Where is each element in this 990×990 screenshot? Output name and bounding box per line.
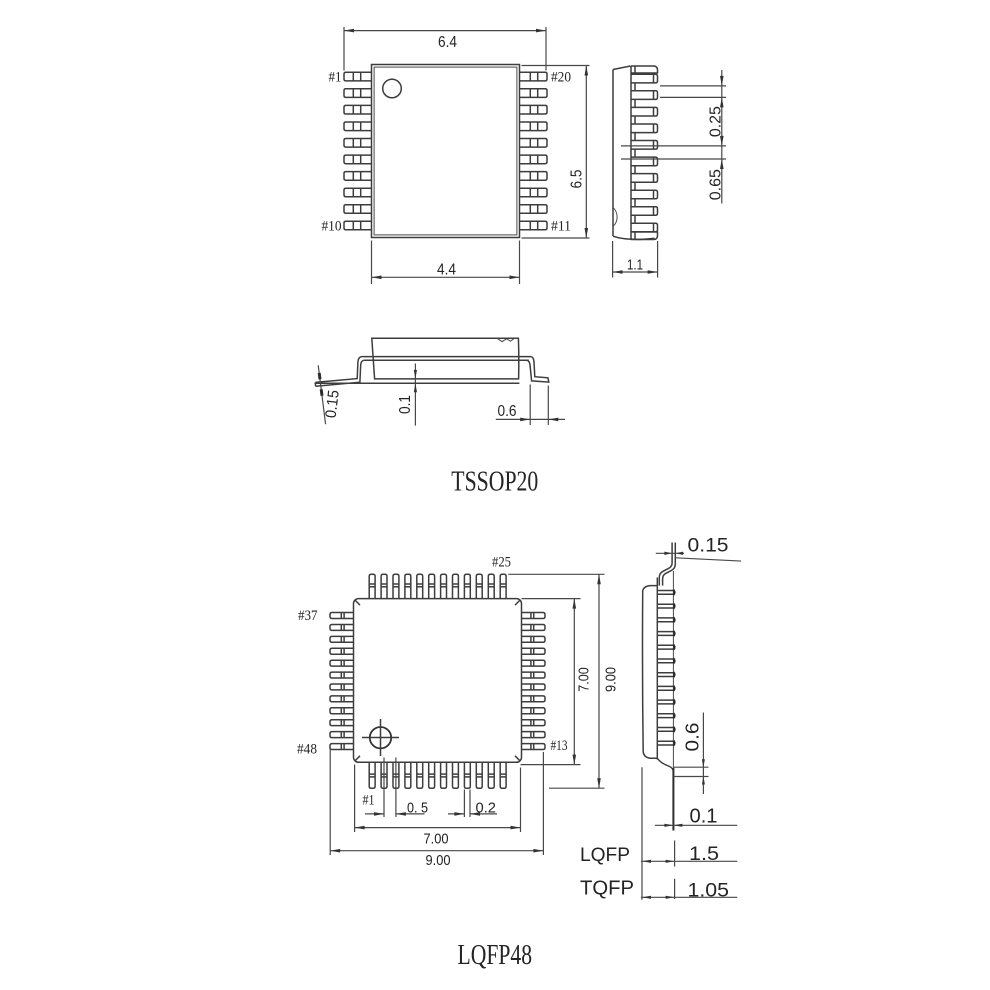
svg-text:0.6: 0.6 (498, 403, 517, 420)
svg-text:#25: #25 (492, 555, 511, 571)
svg-text:TQFP: TQFP (580, 878, 634, 900)
svg-text:#20: #20 (551, 69, 571, 85)
svg-text:1.1: 1.1 (627, 257, 643, 274)
svg-text:0.2: 0.2 (476, 800, 497, 817)
svg-text:0.15: 0.15 (323, 389, 343, 419)
svg-text:0.1: 0.1 (690, 806, 718, 828)
svg-text:6.4: 6.4 (438, 34, 457, 51)
svg-text:7.00: 7.00 (424, 831, 449, 848)
svg-text:#37: #37 (298, 608, 318, 624)
svg-text:0.1: 0.1 (397, 395, 414, 414)
svg-text:TSSOP20: TSSOP20 (451, 467, 538, 498)
svg-text:#48: #48 (297, 742, 317, 758)
svg-text:#11: #11 (551, 218, 571, 234)
svg-text:LQFP48: LQFP48 (458, 940, 533, 971)
svg-text:6.5: 6.5 (569, 169, 586, 188)
svg-text:9.00: 9.00 (602, 667, 619, 692)
svg-text:1.5: 1.5 (689, 844, 719, 865)
svg-text:#10: #10 (322, 218, 342, 234)
svg-text:0.25: 0.25 (707, 106, 724, 137)
svg-text:7.00: 7.00 (575, 667, 592, 692)
svg-text:0.65: 0.65 (707, 169, 724, 200)
svg-text:0.15: 0.15 (688, 536, 729, 557)
svg-text:4.4: 4.4 (437, 262, 456, 279)
svg-text:1.05: 1.05 (688, 881, 730, 902)
svg-text:#13: #13 (551, 738, 568, 754)
svg-text:0. 5: 0. 5 (407, 800, 428, 817)
svg-text:LQFP: LQFP (580, 845, 630, 866)
svg-text:0.6: 0.6 (682, 723, 703, 752)
svg-text:9.00: 9.00 (426, 852, 451, 869)
svg-text:#1: #1 (329, 69, 342, 85)
svg-text:#1: #1 (363, 792, 375, 808)
